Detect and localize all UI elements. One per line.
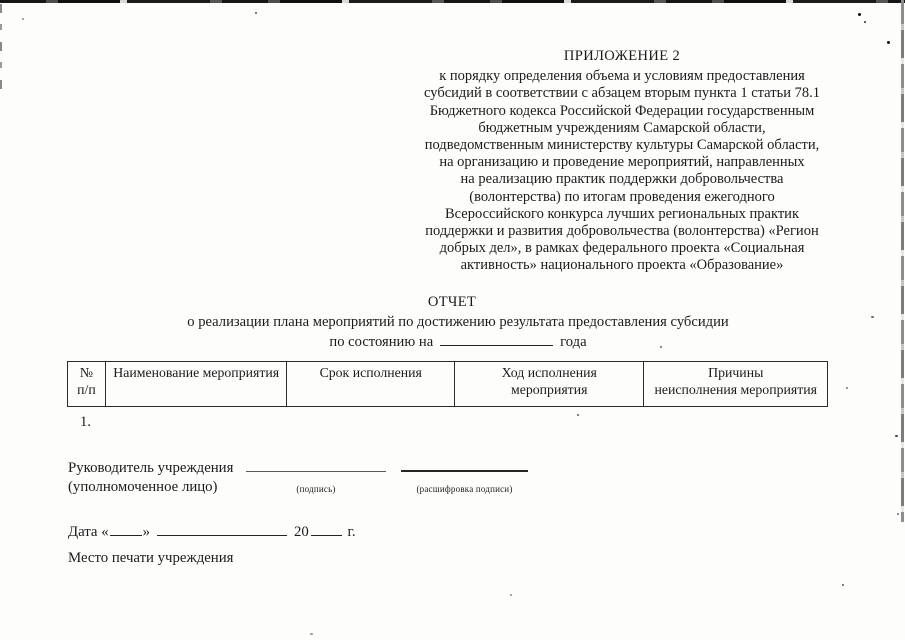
scan-speckle [887,41,890,44]
appendix-header-block: ПРИЛОЖЕНИЕ 2 к порядку определения объем… [392,48,852,275]
table-header-cell-progress: Ход исполнения мероприятия [455,362,645,406]
report-title: ОТЧЕТ [427,294,477,310]
scan-speckle [858,13,861,16]
scan-speckle [871,316,874,318]
appendix-line: активность» национального проекта «Образ… [460,257,784,274]
as-of-date-line: по состоянию на года [8,332,905,351]
scan-speckle [255,12,257,14]
date-year-blank [310,522,342,536]
table-header-cell-event-name: Наименование мероприятия [106,362,288,406]
appendix-line: (волонтерства) по итогам проведения ежег… [469,188,775,205]
signature-transcript-line [401,470,528,472]
date-line: Дата « » 20 г. [68,522,356,541]
scan-speckle [842,584,844,586]
date-era-label: г. [347,524,356,540]
appendix-line: Всероссийского конкурса лучших региональ… [445,205,799,222]
scan-speckle [577,414,579,416]
scan-speckle [864,21,866,23]
scan-speckle [897,513,899,515]
signature-caption: (подпись) [296,484,336,494]
report-table-header: № п/п Наименование мероприятия Срок испо… [67,361,828,407]
appendix-line: бюджетным учреждениям Самарской области, [478,119,766,136]
signature-line [246,471,386,472]
scan-top-edge-artifact [0,0,905,3]
appendix-line: подведомственным министерству культуры С… [424,137,820,154]
appendix-line: на реализацию практик поддержки добровол… [460,171,784,188]
as-of-suffix: года [560,334,587,350]
table-row-number: 1. [80,414,91,430]
scan-speckle [846,387,848,389]
appendix-heading: ПРИЛОЖЕНИЕ 2 [563,48,681,64]
appendix-line: Бюджетного кодекса Российской Федерации … [429,102,815,119]
scan-speckle [660,346,662,348]
signature-transcript-caption: (расшифровка подписи) [416,484,513,494]
signatory-title-label: Руководитель учреждения [68,460,234,476]
scan-left-edge-artifact [0,4,2,99]
date-open-quote: « [101,524,109,540]
date-label: Дата [68,524,98,540]
appendix-line: поддержки и развития добровольчества (во… [425,223,819,240]
table-header-cell-deadline: Срок исполнения [287,362,455,406]
as-of-date-blank [440,332,554,346]
table-header-cell-number: № п/п [68,362,106,406]
date-day-blank [109,522,142,536]
as-of-prefix: по состоянию на [329,334,434,350]
appendix-line: к порядку определения объема и условиям … [439,68,805,85]
scan-speckle [895,435,898,437]
scan-right-edge-artifact [901,0,904,522]
appendix-line: на организацию и проведение мероприятий,… [439,154,805,171]
scan-speckle [310,633,313,635]
authorized-person-label: (уполномоченное лицо) [68,479,218,495]
scan-speckle [22,18,24,20]
table-header-cell-failure-reasons: Причины неисполнения мероприятия [654,365,817,397]
stamp-place-note: Место печати учреждения [68,550,234,566]
appendix-line: субсидий в соответствии с абзацем вторым… [424,85,820,102]
report-subtitle: о реализации плана мероприятий по достиж… [187,314,729,330]
date-century: 20 [294,524,309,540]
date-month-blank [157,522,288,536]
scan-speckle [510,594,512,596]
appendix-line: добрых дел», в рамках федерального проек… [439,240,805,257]
date-close-quote: » [142,524,151,540]
